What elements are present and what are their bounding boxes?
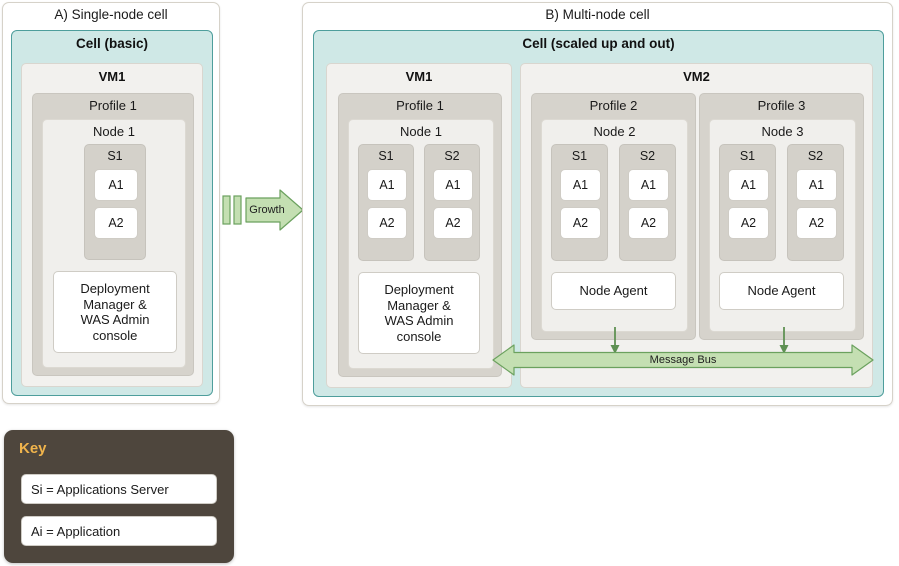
vm-b-vm2: VM2 Profile 2 Node 2 S1 A1 A2 S2 A1 A2 bbox=[520, 63, 873, 388]
app-b2-s2-a1: A1 bbox=[628, 169, 669, 201]
node-b-1-title: Node 1 bbox=[400, 124, 442, 139]
node-agent-box-2: Node Agent bbox=[551, 272, 676, 310]
server-b2-s2: S2 A1 A2 bbox=[619, 144, 676, 261]
vm-b-vm1: VM1 Profile 1 Node 1 S1 A1 A2 S2 A1 A2 bbox=[326, 63, 512, 388]
node-agent-box-3: Node Agent bbox=[719, 272, 844, 310]
vm-b-vm1-title: VM1 bbox=[405, 69, 433, 84]
cell-basic: Cell (basic) VM1 Profile 1 Node 1 S1 A1 … bbox=[11, 30, 213, 396]
message-bus-double-arrow-icon bbox=[492, 344, 874, 376]
node-a-1-title: Node 1 bbox=[93, 124, 135, 139]
app-b1-s2-a2: A2 bbox=[433, 207, 473, 239]
server-b3-s1-title: S1 bbox=[739, 149, 756, 163]
app-a-s1-a2: A2 bbox=[94, 207, 138, 239]
node-a-1: Node 1 S1 A1 A2 Deployment Manager & WAS… bbox=[42, 119, 186, 368]
server-b3-s1: S1 A1 A2 bbox=[719, 144, 776, 261]
node2-to-bus-arrow-icon bbox=[607, 327, 623, 355]
node-b-3: Node 3 S1 A1 A2 S2 A1 A2 Node Agent bbox=[709, 119, 856, 332]
app-b1-s1-a2: A2 bbox=[367, 207, 407, 239]
app-b3-s1-a1: A1 bbox=[728, 169, 769, 201]
server-b3-s2: S2 A1 A2 bbox=[787, 144, 844, 261]
server-b2-s2-title: S2 bbox=[639, 149, 656, 163]
server-b3-s2-title: S2 bbox=[807, 149, 824, 163]
node-b-2-title: Node 2 bbox=[593, 124, 636, 139]
cell-scaled: Cell (scaled up and out) VM1 Profile 1 N… bbox=[313, 30, 884, 397]
profile-a-1-title: Profile 1 bbox=[89, 98, 137, 113]
vm-b-vm2-title: VM2 bbox=[683, 69, 710, 84]
growth-arrow-icon bbox=[222, 189, 304, 231]
server-b1-s2-title: S2 bbox=[444, 149, 460, 163]
profile-b-2: Profile 2 Node 2 S1 A1 A2 S2 A1 A2 Node … bbox=[531, 93, 696, 340]
app-b3-s2-a1: A1 bbox=[796, 169, 837, 201]
profile-b-1-title: Profile 1 bbox=[396, 98, 444, 113]
profile-a-1: Profile 1 Node 1 S1 A1 A2 Deployment Man… bbox=[32, 93, 194, 376]
node3-to-bus-arrow-icon bbox=[776, 327, 792, 355]
app-b1-s1-a1: A1 bbox=[367, 169, 407, 201]
server-b2-s1: S1 A1 A2 bbox=[551, 144, 608, 261]
key-item-server: Si = Applications Server bbox=[21, 474, 217, 504]
app-b3-s2-a2: A2 bbox=[796, 207, 837, 239]
deployment-manager-box-a: Deployment Manager & WAS Admin console bbox=[53, 271, 177, 353]
profile-b-1: Profile 1 Node 1 S1 A1 A2 S2 A1 A2 Deplo… bbox=[338, 93, 502, 377]
key-title: Key bbox=[19, 440, 47, 457]
deployment-manager-box-b: Deployment Manager & WAS Admin console bbox=[358, 272, 480, 354]
vm-a-vm1-title: VM1 bbox=[98, 69, 126, 84]
key-legend: Key Si = Applications Server Ai = Applic… bbox=[4, 430, 234, 563]
message-bus: Message Bus bbox=[492, 343, 874, 377]
profile-b-3-title: Profile 3 bbox=[757, 98, 806, 113]
server-b1-s1: S1 A1 A2 bbox=[358, 144, 414, 261]
panel-single-node-cell: A) Single-node cell Cell (basic) VM1 Pro… bbox=[2, 2, 220, 404]
node-b-1: Node 1 S1 A1 A2 S2 A1 A2 Deployment Mana… bbox=[348, 119, 494, 369]
cell-scaled-title: Cell (scaled up and out) bbox=[522, 36, 675, 51]
profile-b-3: Profile 3 Node 3 S1 A1 A2 S2 A1 A2 Node … bbox=[699, 93, 864, 340]
server-b2-s1-title: S1 bbox=[571, 149, 588, 163]
app-b2-s1-a1: A1 bbox=[560, 169, 601, 201]
cell-basic-title: Cell (basic) bbox=[75, 36, 149, 51]
node-b-2: Node 2 S1 A1 A2 S2 A1 A2 Node Agent bbox=[541, 119, 688, 332]
growth-arrow: Growth bbox=[222, 188, 306, 232]
node-b-3-title: Node 3 bbox=[761, 124, 804, 139]
app-b3-s1-a2: A2 bbox=[728, 207, 769, 239]
app-a-s1-a1: A1 bbox=[94, 169, 138, 201]
panel-b-title: B) Multi-node cell bbox=[545, 7, 650, 22]
server-a-s1-title: S1 bbox=[107, 149, 123, 163]
server-b1-s1-title: S1 bbox=[378, 149, 394, 163]
panel-a-title: A) Single-node cell bbox=[54, 7, 168, 22]
key-item-application: Ai = Application bbox=[21, 516, 217, 546]
server-b1-s2: S2 A1 A2 bbox=[424, 144, 480, 261]
panel-multi-node-cell: B) Multi-node cell Cell (scaled up and o… bbox=[302, 2, 893, 406]
app-b2-s2-a2: A2 bbox=[628, 207, 669, 239]
vm-a-vm1: VM1 Profile 1 Node 1 S1 A1 A2 Deployment… bbox=[21, 63, 203, 387]
server-a-s1: S1 A1 A2 bbox=[84, 144, 146, 260]
profile-b-2-title: Profile 2 bbox=[589, 98, 638, 113]
app-b2-s1-a2: A2 bbox=[560, 207, 601, 239]
app-b1-s2-a1: A1 bbox=[433, 169, 473, 201]
